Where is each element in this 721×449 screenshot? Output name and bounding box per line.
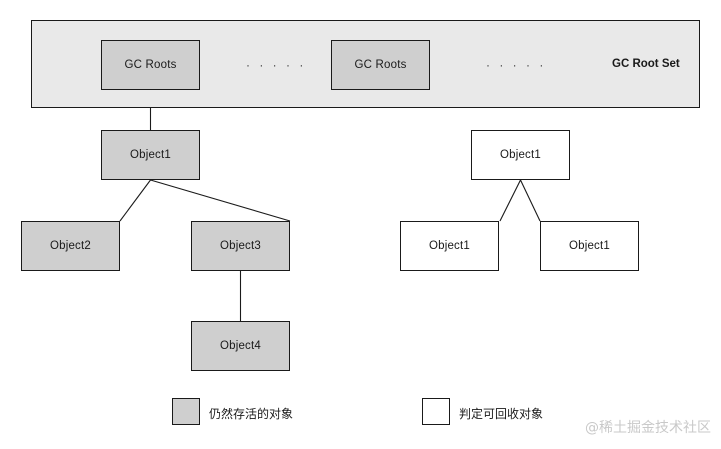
alive-node-object3-label: Object3 xyxy=(219,240,262,252)
alive-node-object3[interactable]: Object3 xyxy=(191,221,290,271)
alive-node-object4[interactable]: Object4 xyxy=(191,321,290,371)
dead-node-object1-left[interactable]: Object1 xyxy=(400,221,499,271)
ellipsis-1: · · · · · xyxy=(246,58,307,72)
alive-node-object2-label: Object2 xyxy=(49,240,92,252)
gc-roots-node-1-label: GC Roots xyxy=(124,59,177,71)
legend-swatch-alive xyxy=(172,398,200,425)
alive-node-object1[interactable]: Object1 xyxy=(101,130,200,180)
watermark: @稀土掘金技术社区 xyxy=(585,420,711,436)
gc-root-set-title: GC Root Set xyxy=(612,58,680,70)
dead-node-object1-right[interactable]: Object1 xyxy=(540,221,639,271)
legend-swatch-dead xyxy=(422,398,450,425)
alive-node-object4-label: Object4 xyxy=(219,340,262,352)
gc-roots-node-2-label: GC Roots xyxy=(354,59,407,71)
dead-node-object1-left-label: Object1 xyxy=(428,240,471,252)
legend-label-alive: 仍然存活的对象 xyxy=(209,407,294,421)
dead-node-object1-root-label: Object1 xyxy=(499,149,542,161)
gc-roots-node-2[interactable]: GC Roots xyxy=(331,40,430,90)
gc-roots-node-1[interactable]: GC Roots xyxy=(101,40,200,90)
ellipsis-2: · · · · · xyxy=(486,58,547,72)
alive-node-object1-label: Object1 xyxy=(129,149,172,161)
dead-node-object1-right-label: Object1 xyxy=(568,240,611,252)
alive-node-object2[interactable]: Object2 xyxy=(21,221,120,271)
legend-label-dead: 判定可回收对象 xyxy=(459,407,544,421)
dead-node-object1-root[interactable]: Object1 xyxy=(471,130,570,180)
